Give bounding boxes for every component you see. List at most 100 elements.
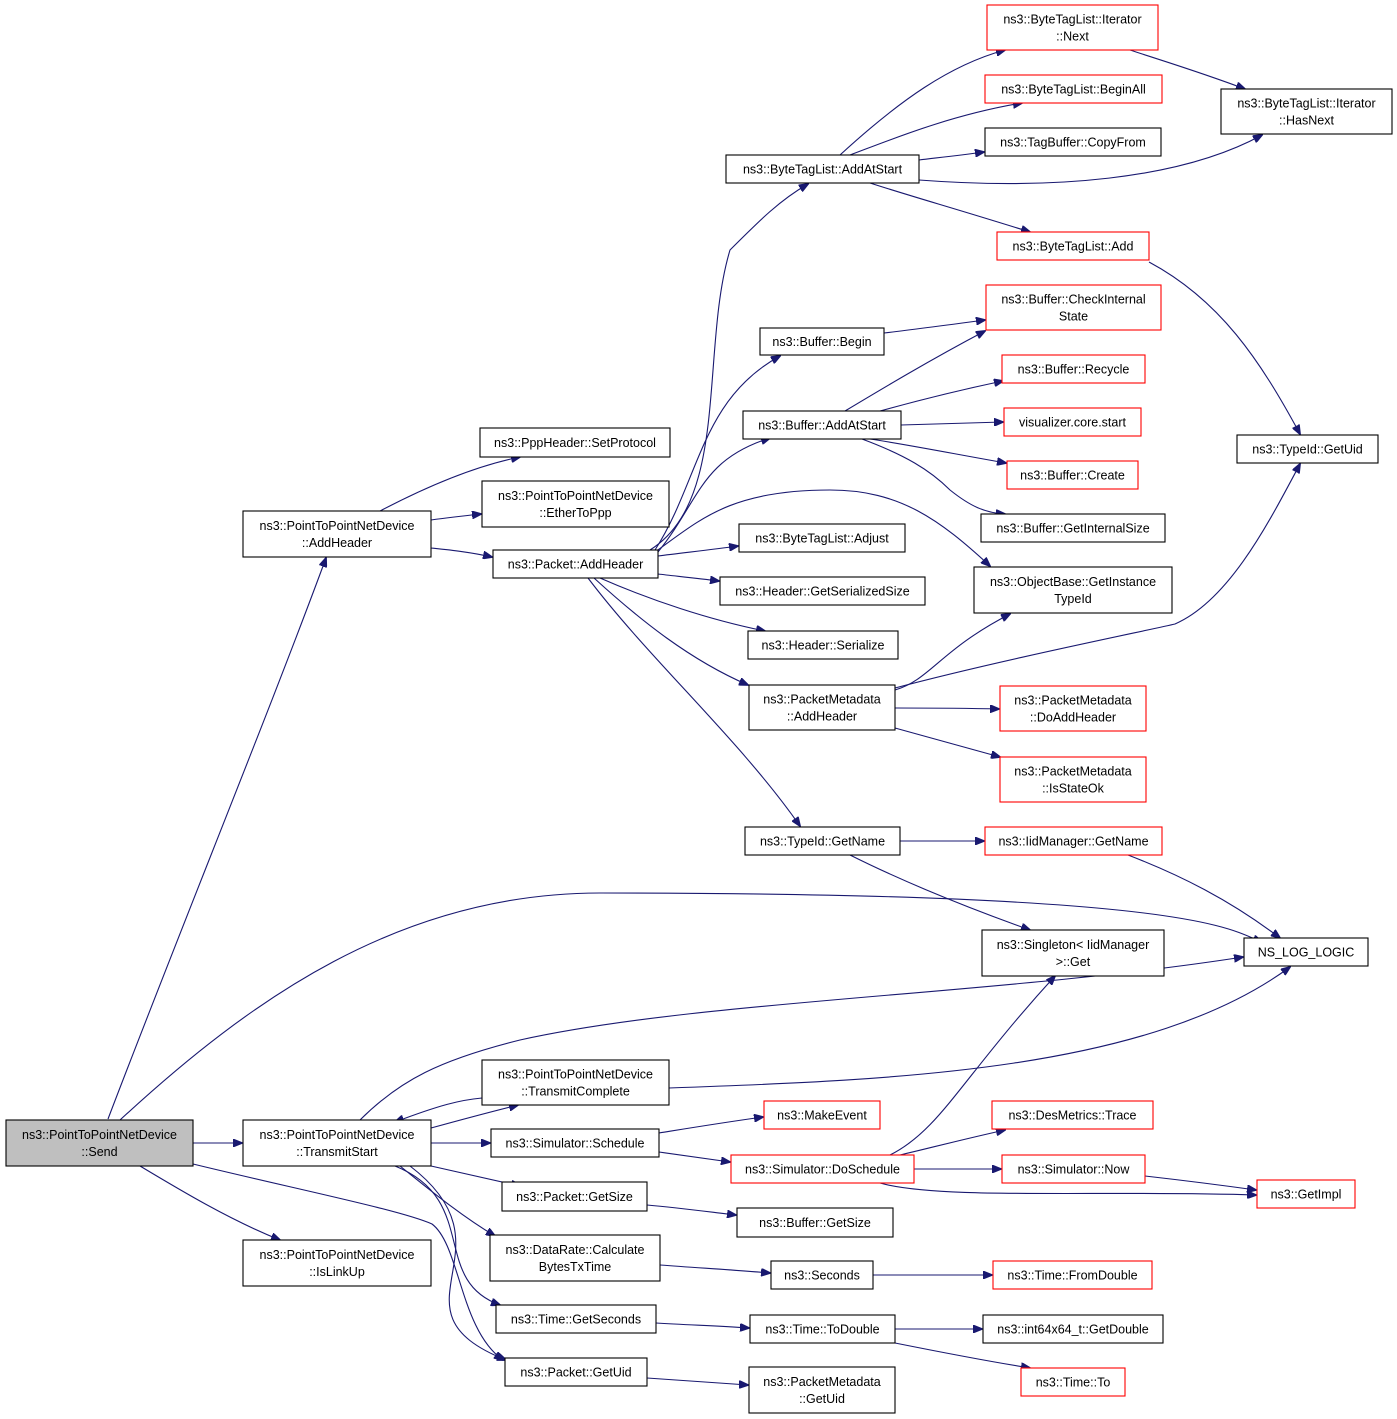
node-label-line: ns3::Packet::GetSize — [516, 1190, 633, 1204]
node-getimpl[interactable]: ns3::GetImpl — [1256, 1179, 1356, 1209]
node-label-line: ns3::Simulator::DoSchedule — [745, 1163, 900, 1177]
node-label-line: ns3::IidManager::GetName — [998, 835, 1148, 849]
node-pm-addheader[interactable]: ns3::PacketMetadata::AddHeader — [748, 684, 896, 731]
edge-pm-addheader-to-typeid-getuid — [894, 464, 1300, 689]
node-buf-create[interactable]: ns3::Buffer::Create — [1006, 460, 1139, 490]
node-ns-log-logic[interactable]: NS_LOG_LOGIC — [1243, 937, 1369, 967]
node-label-line: ns3::PointToPointNetDevice — [498, 489, 653, 503]
node-box — [504, 1357, 648, 1387]
node-box — [1220, 88, 1393, 135]
node-sim-now[interactable]: ns3::Simulator::Now — [1001, 1154, 1146, 1184]
node-box — [492, 549, 659, 579]
node-addheader-p2p[interactable]: ns3::PointToPointNetDevice::AddHeader — [242, 510, 432, 558]
node-box — [999, 685, 1147, 732]
node-makeevent[interactable]: ns3::MakeEvent — [763, 1100, 881, 1130]
node-typeid-getuid[interactable]: ns3::TypeId::GetUid — [1236, 434, 1379, 464]
node-viz-start[interactable]: visualizer.core.start — [1003, 407, 1142, 437]
node-tagbuf-copyfrom[interactable]: ns3::TagBuffer::CopyFrom — [984, 127, 1162, 157]
edge-send-to-packet-getuid — [192, 1163, 503, 1360]
node-pm-getuid[interactable]: ns3::PacketMetadata::GetUid — [748, 1366, 896, 1414]
node-box — [999, 756, 1147, 803]
edge-buf-addatstart-to-buf-checkinternal — [844, 331, 985, 412]
node-int64-getdouble[interactable]: ns3::int64x64_t::GetDouble — [982, 1314, 1164, 1344]
node-buf-getinternalsize[interactable]: ns3::Buffer::GetInternalSize — [980, 513, 1166, 543]
node-buf-begin[interactable]: ns3::Buffer::Begin — [759, 327, 885, 356]
node-transmitcomplete[interactable]: ns3::PointToPointNetDevice::TransmitComp… — [481, 1059, 670, 1106]
node-label-line: ns3::ByteTagList::BeginAll — [1001, 83, 1146, 97]
node-pm-doaddheader[interactable]: ns3::PacketMetadata::DoAddHeader — [999, 685, 1147, 732]
node-hdr-serialize[interactable]: ns3::Header::Serialize — [747, 630, 899, 660]
edge-iidmgr-getname-to-ns-log-logic — [1127, 854, 1280, 938]
edge-typeid-getname-to-singleton-get — [849, 854, 1030, 930]
edge-btl-addatstart-to-btl-iter-next — [839, 50, 1005, 156]
node-desmetrics-trace[interactable]: ns3::DesMetrics::Trace — [991, 1100, 1154, 1130]
node-typeid-getname[interactable]: ns3::TypeId::GetName — [744, 826, 901, 856]
node-box — [736, 1207, 894, 1238]
node-time-fromdouble[interactable]: ns3::Time::FromDouble — [992, 1260, 1153, 1290]
node-label-line: ns3::ByteTagList::Iterator — [1237, 97, 1375, 111]
node-time-to[interactable]: ns3::Time::To — [1020, 1367, 1126, 1397]
node-label-line: ns3::Buffer::Recycle — [1018, 363, 1130, 377]
node-box — [719, 576, 926, 606]
edge-btl-addatstart-to-btl-iter-hasnext — [918, 135, 1262, 185]
edge-packet-getsize-to-buf-getsize — [646, 1204, 736, 1215]
node-setprotocol[interactable]: ns3::PppHeader::SetProtocol — [479, 427, 671, 458]
node-buf-recycle[interactable]: ns3::Buffer::Recycle — [1001, 354, 1146, 384]
node-box — [992, 1260, 1153, 1290]
node-ethertoppp[interactable]: ns3::PointToPointNetDevice::EtherToPpp — [481, 480, 670, 528]
edge-sim-schedule-to-sim-doschedule — [658, 1151, 730, 1162]
node-packet-getsize[interactable]: ns3::Packet::GetSize — [501, 1181, 648, 1212]
node-btl-addatstart[interactable]: ns3::ByteTagList::AddAtStart — [725, 154, 920, 184]
node-btl-adjust[interactable]: ns3::ByteTagList::Adjust — [738, 523, 906, 553]
edge-sim-doschedule-to-getimpl — [879, 1182, 1256, 1195]
edge-packet-addheader-to-buf-addatstart — [657, 438, 770, 553]
node-iidmgr-getname[interactable]: ns3::IidManager::GetName — [984, 826, 1163, 856]
node-label-line: ns3::DataRate::Calculate — [506, 1243, 645, 1257]
node-packet-getuid[interactable]: ns3::Packet::GetUid — [504, 1357, 648, 1387]
node-box — [1243, 937, 1369, 967]
node-seconds[interactable]: ns3::Seconds — [770, 1260, 874, 1290]
node-buf-getsize[interactable]: ns3::Buffer::GetSize — [736, 1207, 894, 1238]
edge-pm-addheader-to-objbase-getinstancetypeid — [894, 614, 1010, 691]
node-label-line: ns3::ByteTagList::AddAtStart — [743, 163, 903, 177]
node-btl-iter-next[interactable]: ns3::ByteTagList::Iterator::Next — [986, 4, 1159, 51]
edge-packet-addheader-to-objbase-getinstancetypeid — [654, 489, 990, 566]
edge-packet-addheader-to-buf-begin — [654, 356, 780, 551]
node-btl-iter-hasnext[interactable]: ns3::ByteTagList::Iterator::HasNext — [1220, 88, 1393, 135]
node-sim-schedule[interactable]: ns3::Simulator::Schedule — [490, 1128, 660, 1158]
node-label-line: visualizer.core.start — [1019, 416, 1127, 430]
node-label-line: ns3::TypeId::GetName — [760, 835, 885, 849]
node-singleton-get[interactable]: ns3::Singleton< IidManager>::Get — [981, 929, 1165, 977]
node-time-todouble[interactable]: ns3::Time::ToDouble — [749, 1314, 896, 1344]
node-label-line: ns3::PacketMetadata — [763, 1375, 880, 1389]
edge-addheader-p2p-to-packet-addheader — [430, 547, 492, 557]
edge-sim-schedule-to-makeevent — [658, 1117, 763, 1134]
node-send[interactable]: ns3::PointToPointNetDevice::Send — [5, 1119, 194, 1167]
edge-btl-add-to-typeid-getuid — [1148, 261, 1300, 434]
node-btl-add[interactable]: ns3::ByteTagList::Add — [996, 231, 1150, 261]
node-label-line: >::Get — [1056, 955, 1091, 969]
node-label-line: ns3::int64x64_t::GetDouble — [997, 1323, 1149, 1337]
node-packet-addheader[interactable]: ns3::Packet::AddHeader — [492, 549, 659, 579]
node-box — [495, 1304, 657, 1334]
edge-btl-addatstart-to-btl-add — [869, 182, 1030, 232]
node-hdr-getsersize[interactable]: ns3::Header::GetSerializedSize — [719, 576, 926, 606]
edge-send-to-islinkup — [139, 1165, 280, 1240]
node-label-line: ns3::Buffer::AddAtStart — [758, 419, 886, 433]
node-pm-isstateok[interactable]: ns3::PacketMetadata::IsStateOk — [999, 756, 1147, 803]
node-btl-beginall[interactable]: ns3::ByteTagList::BeginAll — [984, 74, 1163, 104]
node-sim-doschedule[interactable]: ns3::Simulator::DoSchedule — [730, 1154, 915, 1184]
edge-sim-doschedule-to-singleton-get — [889, 976, 1055, 1156]
node-label-line: ::EtherToPpp — [539, 506, 611, 520]
node-time-getseconds[interactable]: ns3::Time::GetSeconds — [495, 1304, 657, 1334]
node-buf-addatstart[interactable]: ns3::Buffer::AddAtStart — [742, 410, 902, 440]
node-label-line: ::IsStateOk — [1042, 782, 1105, 796]
node-label-line: ns3::PacketMetadata — [1014, 765, 1131, 779]
node-islinkup[interactable]: ns3::PointToPointNetDevice::IsLinkUp — [242, 1239, 432, 1287]
node-label-line: ns3::DesMetrics::Trace — [1008, 1109, 1136, 1123]
node-transmitstart[interactable]: ns3::PointToPointNetDevice::TransmitStar… — [242, 1119, 432, 1167]
